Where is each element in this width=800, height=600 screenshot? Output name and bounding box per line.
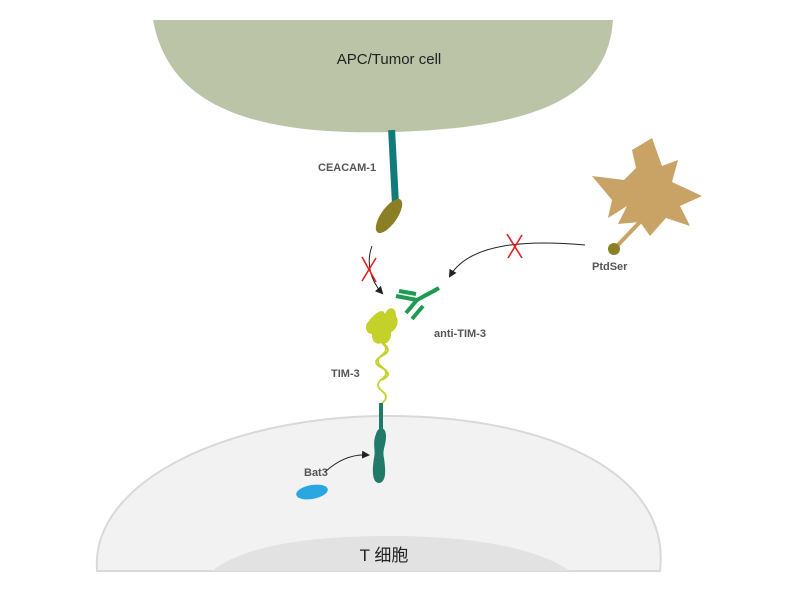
ptdser-to-tim3-arrow	[448, 242, 586, 278]
ptdser-label: PtdSer	[592, 261, 628, 273]
ptdser-cell-body	[592, 138, 702, 236]
apc-tumor-cell: APC/Tumor cell	[153, 20, 613, 133]
t-cell: T 细胞	[95, 414, 662, 572]
apc-cell-label: APC/Tumor cell	[337, 51, 441, 68]
ceacam1-blocked-x	[361, 256, 377, 283]
bat3-to-tim3-arrow	[324, 450, 370, 473]
bat3-label: Bat3	[304, 467, 328, 479]
bat3-shape	[296, 484, 328, 500]
tim3-label: TIM-3	[331, 368, 360, 380]
ptdser-cell: PtdSer	[592, 138, 702, 273]
tim3-stalk-coil	[375, 342, 389, 381]
bat3: Bat3	[296, 450, 370, 500]
tim3-receptor: TIM-3	[331, 308, 398, 483]
t-cell-label: T 细胞	[360, 546, 409, 565]
apc-cell-body	[153, 20, 613, 133]
tim3-tail	[372, 428, 386, 483]
ceacam1-label: CEACAM-1	[318, 162, 376, 174]
t-cell-nucleus	[212, 536, 570, 571]
tim3-transmembrane	[379, 403, 383, 429]
tim3-head	[365, 308, 398, 344]
ptdser-dot	[608, 243, 620, 255]
ceacam1-stalk	[388, 129, 399, 203]
ceacam1-head	[375, 198, 403, 234]
ceacam1-receptor: CEACAM-1	[318, 129, 403, 234]
anti-tim3-label: anti-TIM-3	[434, 328, 486, 340]
anti-tim3-antibody: anti-TIM-3	[395, 286, 486, 340]
ptdser-stalk	[614, 220, 642, 249]
ptdser-blocked-x	[506, 233, 523, 259]
ceacam1-to-tim3-arrow	[368, 245, 384, 295]
